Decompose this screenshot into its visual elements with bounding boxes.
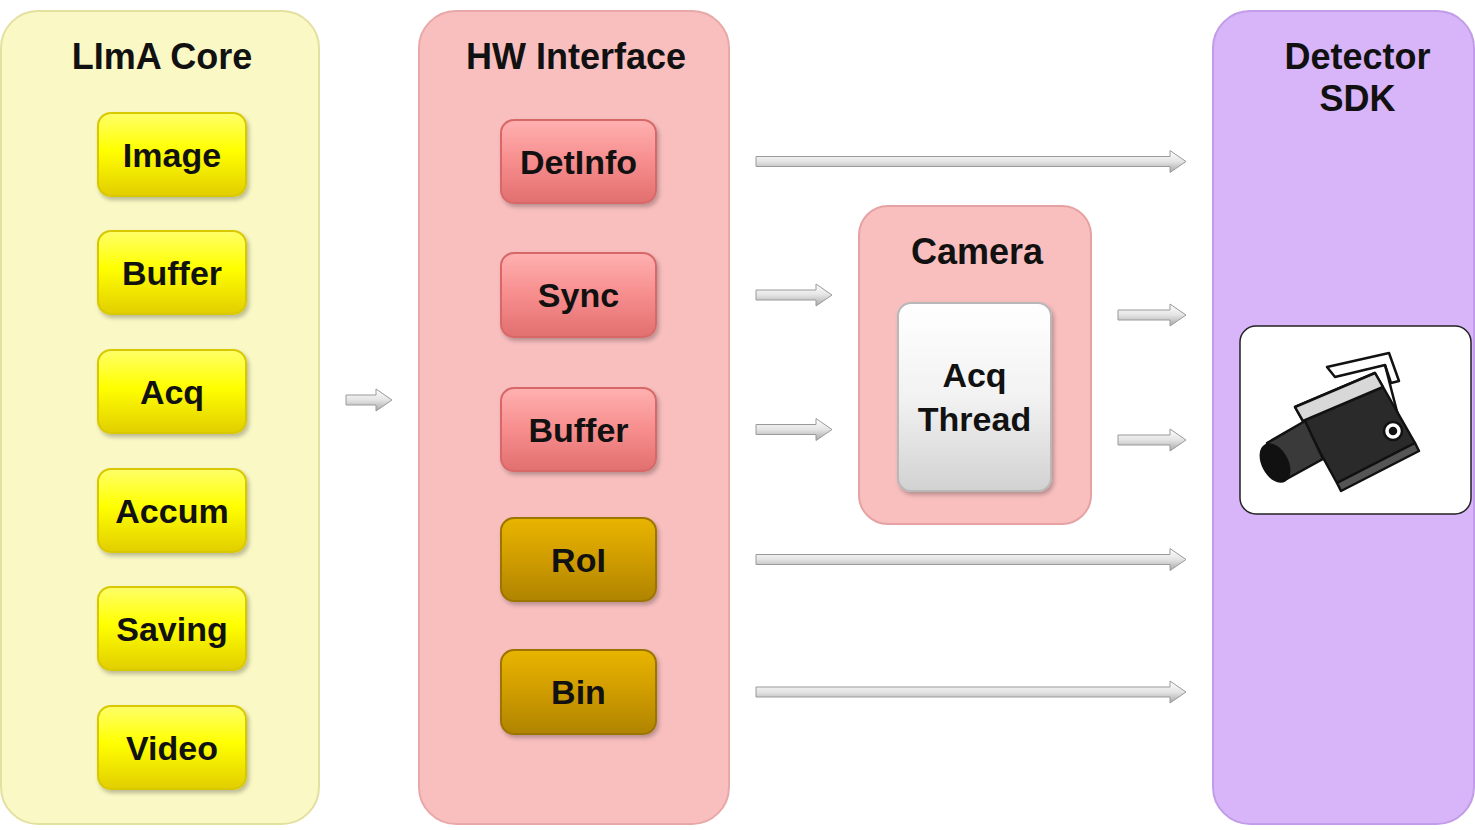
flow-arrow	[756, 681, 1186, 703]
core-module: Image	[97, 112, 247, 197]
core-module: Buffer	[97, 230, 247, 315]
flow-arrow	[1118, 304, 1186, 326]
core-module: Video	[97, 705, 247, 790]
flow-arrow	[756, 151, 1186, 173]
panel-heading: LImA Core	[12, 36, 312, 78]
optional-module: RoI	[500, 517, 657, 602]
flow-arrow	[756, 284, 832, 306]
module-label: Saving	[116, 609, 227, 649]
core-module: Accum	[97, 468, 247, 553]
optional-module: Bin	[500, 649, 657, 735]
flow-arrow	[756, 419, 832, 441]
detector-sdk-panel: Detector SDK	[1212, 10, 1475, 825]
core-module: Acq	[97, 349, 247, 434]
module-label: Accum	[115, 491, 228, 531]
flow-arrow	[1118, 429, 1186, 451]
camera-illustration	[1239, 325, 1472, 515]
module-label: Image	[123, 135, 221, 175]
hw-interface-module: DetInfo	[500, 119, 657, 204]
module-label: Buffer	[528, 410, 628, 450]
hw-interface-panel: HW InterfaceDetInfoSyncBufferRoI Bin	[418, 10, 730, 825]
module-label: Bin	[551, 672, 606, 712]
acq-thread-box: Acq Thread	[897, 302, 1052, 492]
hw-interface-module: Buffer	[500, 387, 657, 472]
module-label: Sync	[538, 275, 619, 315]
core-module: Saving	[97, 586, 247, 671]
panel-heading: Camera	[862, 231, 1092, 273]
panel-heading: Detector SDK	[1253, 36, 1463, 120]
camera-box: CameraAcq Thread	[858, 205, 1092, 525]
module-label: Buffer	[122, 253, 222, 293]
module-label: RoI	[551, 540, 606, 580]
core-panel: LImA CoreImageBufferAcqAccumSavingVideo	[0, 10, 320, 825]
module-label: Acq Thread	[915, 353, 1035, 441]
hw-interface-module: Sync	[500, 252, 657, 338]
module-label: DetInfo	[520, 142, 637, 182]
module-label: Acq	[140, 372, 204, 412]
flow-arrow	[756, 549, 1186, 571]
panel-heading: HW Interface	[426, 36, 726, 78]
module-label: Video	[126, 728, 218, 768]
flow-arrow	[346, 389, 392, 411]
